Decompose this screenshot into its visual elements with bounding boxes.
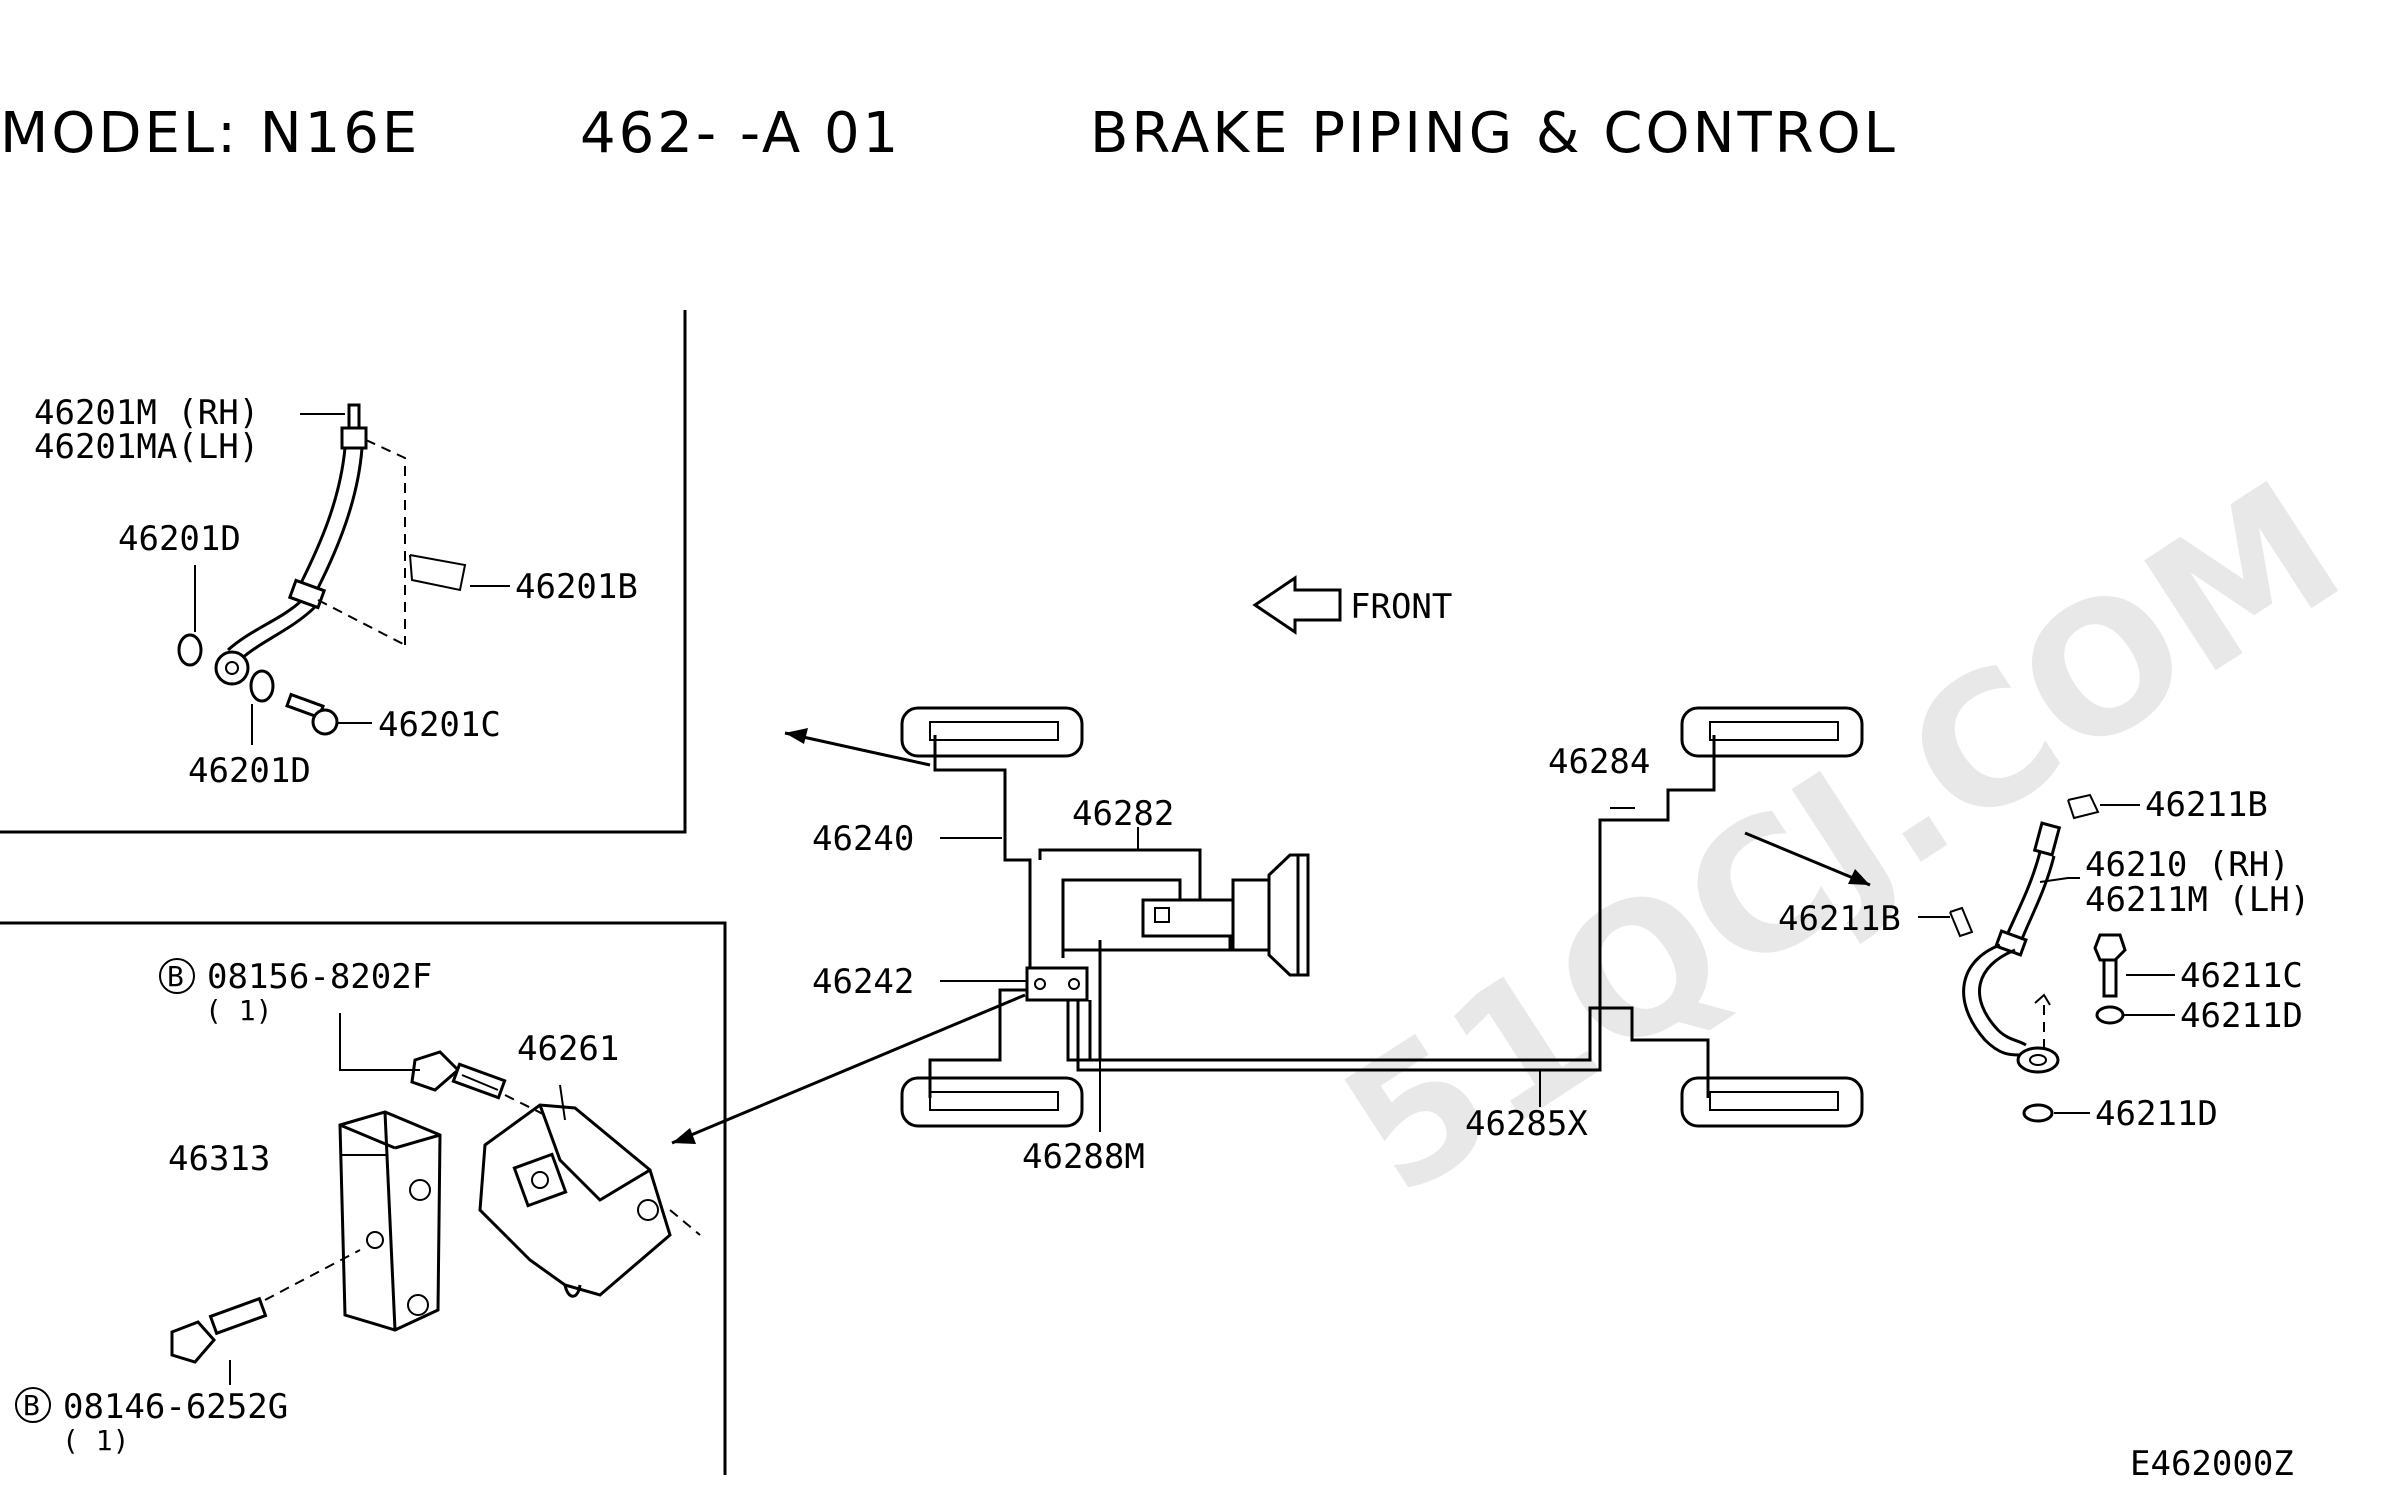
arrow-to-front-inset xyxy=(784,731,931,767)
callout-08156-qty: ( 1) xyxy=(205,994,272,1027)
bolt-marker-icon: B xyxy=(15,1387,51,1423)
brake-master-cylinder xyxy=(1141,853,1310,977)
svg-text:B: B xyxy=(167,960,184,993)
bracket-assembly xyxy=(170,1050,701,1364)
callout-46261: 46261 xyxy=(517,1029,619,1069)
callout-46211C: 46211C xyxy=(2180,956,2303,996)
callout-46201D-top: 46201D xyxy=(118,519,241,559)
callout-46201B: 46201B xyxy=(515,567,638,607)
callout-46240: 46240 xyxy=(812,819,914,859)
front-brake-hose xyxy=(177,403,467,736)
bolt-marker-icon: B xyxy=(159,958,195,994)
arrow-to-rear-inset xyxy=(1744,831,1871,887)
front-label: FRONT xyxy=(1350,587,1452,627)
callout-46211B-top: 46211B xyxy=(2145,785,2268,825)
arrow-to-bracket-inset xyxy=(671,993,1026,1145)
callout-46201MA: 46201MA(LH) xyxy=(34,427,259,467)
callout-46288M: 46288M xyxy=(1022,1137,1145,1177)
callout-08146-6252G: 08146-6252G xyxy=(63,1387,288,1427)
callout-08146-qty: ( 1) xyxy=(62,1424,129,1457)
rear-brake-hose xyxy=(1949,793,2127,1123)
callout-46242: 46242 xyxy=(812,962,914,1002)
drawing-id: E462000Z xyxy=(2130,1444,2294,1484)
callout-46313: 46313 xyxy=(168,1139,270,1179)
callout-46282: 46282 xyxy=(1072,794,1174,834)
callout-46284: 46284 xyxy=(1548,742,1650,782)
brake-pipes xyxy=(928,735,1716,1098)
front-arrow-icon xyxy=(1252,575,1342,635)
callout-46201M: 46201M (RH) xyxy=(34,393,259,433)
callout-46210: 46210 (RH) xyxy=(2085,845,2290,885)
callout-46201C: 46201C xyxy=(378,705,501,745)
inset-frame-front-hose xyxy=(0,310,687,834)
page-title: BRAKE PIPING & CONTROL xyxy=(1090,101,1898,166)
callout-08156-8202F: 08156-8202F xyxy=(207,957,432,997)
callout-46201D-bottom: 46201D xyxy=(188,751,311,791)
part-group-code: 462- -A 01 xyxy=(580,101,901,166)
inset-frame-bracket xyxy=(0,921,727,1475)
callout-46211M: 46211M (LH) xyxy=(2085,880,2310,920)
callout-46211D-top: 46211D xyxy=(2180,996,2303,1036)
wheels xyxy=(900,706,1864,1128)
callout-46285X: 46285X xyxy=(1465,1104,1588,1144)
callout-46211D-bottom: 46211D xyxy=(2095,1094,2218,1134)
svg-text:B: B xyxy=(23,1389,40,1422)
callout-46211B-left: 46211B xyxy=(1778,899,1901,939)
model-label: MODEL: N16E xyxy=(0,101,420,166)
